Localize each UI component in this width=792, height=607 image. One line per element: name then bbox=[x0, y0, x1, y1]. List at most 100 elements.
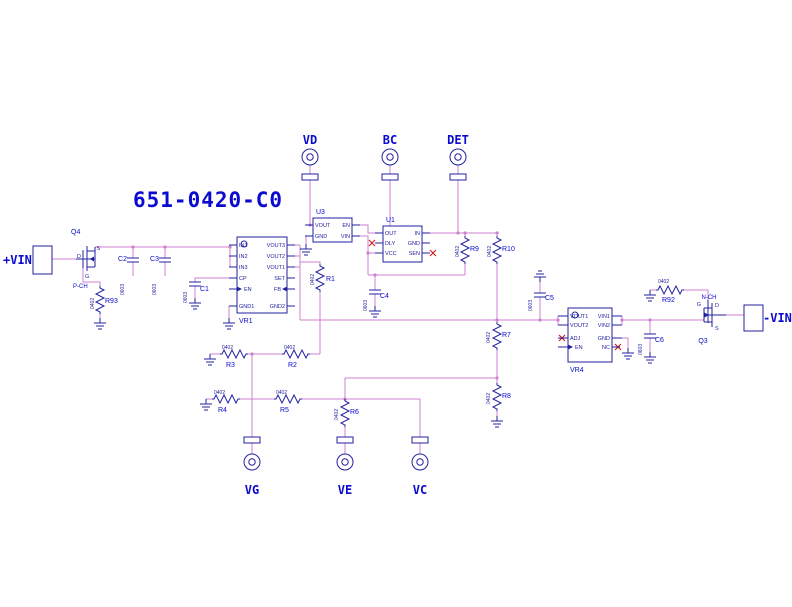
vr1-pin: IN1 bbox=[239, 243, 248, 249]
vr1-pin: CP bbox=[239, 276, 247, 282]
transistor-q3[interactable]: G D S N-CH Q3 bbox=[697, 295, 726, 345]
resistor-r10[interactable]: R10 0402 bbox=[487, 235, 515, 265]
connector-vin-pos[interactable]: +VIN bbox=[3, 245, 53, 275]
vr4-pin: VIN2 bbox=[598, 323, 610, 329]
c2-ref: C2 bbox=[118, 256, 127, 263]
wire bbox=[206, 261, 497, 454]
vr1-pin: GND2 bbox=[270, 304, 285, 310]
vr1-pin: GND1 bbox=[239, 304, 254, 310]
r4-value: 0402 bbox=[214, 390, 225, 396]
fb-marker-icon bbox=[282, 286, 287, 292]
vr1-ref: VR1 bbox=[239, 318, 253, 325]
u1-pin: OUT bbox=[385, 231, 397, 237]
pin-stubs bbox=[305, 224, 360, 237]
resistor-symbol bbox=[492, 382, 502, 412]
ground-icon bbox=[222, 317, 236, 330]
ground-icon bbox=[533, 270, 547, 283]
q4-type: P-CH bbox=[73, 284, 88, 290]
resistor-r6[interactable]: R6 0402 bbox=[334, 398, 359, 428]
mosfet-arrow bbox=[704, 312, 709, 318]
resistor-r9[interactable]: R9 0402 bbox=[455, 235, 479, 265]
en-marker-icon bbox=[237, 286, 242, 292]
pad bbox=[381, 173, 399, 181]
u1-pin: SEN bbox=[409, 251, 420, 257]
connector-body bbox=[743, 304, 764, 332]
u3-pin: EN bbox=[342, 223, 350, 229]
ic-body bbox=[312, 217, 353, 243]
vr4-pin: VOUT2 bbox=[570, 323, 588, 329]
resistor-r93[interactable]: R93 0402 bbox=[90, 285, 118, 315]
vr1-pin: SET bbox=[274, 276, 285, 282]
ground-icon bbox=[643, 351, 657, 364]
u3-pin: GND bbox=[315, 234, 327, 240]
vr4-pin: VIN1 bbox=[598, 314, 610, 320]
vr4-pin: ADJ bbox=[570, 336, 581, 342]
testpoint-bc[interactable]: BC bbox=[381, 133, 399, 181]
resistor-r5[interactable]: R5 0402 bbox=[273, 390, 303, 414]
resistor-r4[interactable]: R4 0402 bbox=[211, 390, 241, 414]
vr1-pin: FB bbox=[274, 287, 281, 293]
testpoint-icon bbox=[381, 148, 399, 166]
mosfet-arrow bbox=[89, 256, 94, 262]
u1-pin: VCC bbox=[385, 251, 397, 257]
capacitor-c5[interactable]: C5 0603 bbox=[528, 292, 554, 311]
testpoint-det[interactable]: DET bbox=[447, 133, 469, 181]
pin-stubs bbox=[375, 232, 430, 254]
capacitor-symbol bbox=[158, 257, 172, 263]
resistor-r3[interactable]: R3 0402 bbox=[219, 345, 249, 369]
ic-vr4[interactable]: VOUT1 VOUT2 ADJ EN VIN1 VIN2 GND NC VR4 bbox=[558, 307, 622, 374]
resistor-symbol bbox=[492, 235, 502, 265]
ground-icon bbox=[188, 297, 202, 310]
capacitor-c4[interactable]: C4 0603 bbox=[363, 289, 389, 311]
ground-icon bbox=[299, 243, 313, 256]
testpoint-icon bbox=[301, 148, 319, 166]
q3-ref: Q3 bbox=[698, 338, 707, 345]
c1-value: 0603 bbox=[183, 292, 189, 303]
resistor-r7[interactable]: R7 0402 bbox=[486, 321, 511, 351]
capacitor-c3[interactable]: C3 0603 bbox=[150, 256, 172, 295]
ic-body bbox=[236, 236, 288, 314]
resistor-r92[interactable]: R92 0402 bbox=[655, 279, 685, 304]
ic-u1[interactable]: OUT DLY VCC IN GND SEN U1 bbox=[375, 217, 430, 263]
pin-stubs bbox=[558, 315, 622, 348]
capacitor-c2[interactable]: C2 0603 bbox=[118, 256, 140, 295]
r92-value: 0402 bbox=[658, 279, 669, 285]
testpoint-vc[interactable]: VC bbox=[411, 436, 429, 497]
pin1-marker-icon bbox=[240, 240, 248, 248]
resistor-r8[interactable]: R8 0402 bbox=[486, 382, 511, 412]
testpoint-vg[interactable]: VG bbox=[243, 436, 261, 497]
resistor-r2[interactable]: R2 0402 bbox=[281, 345, 311, 369]
c4-value: 0603 bbox=[363, 300, 369, 311]
ic-vr1[interactable]: IN1 IN2 IN3 CP EN GND1 VOUT3 VOUT2 VOUT1… bbox=[229, 236, 295, 325]
pad bbox=[301, 173, 319, 181]
pad bbox=[449, 173, 467, 181]
junction-dots bbox=[131, 223, 652, 401]
transistor-q4[interactable]: S D G Q4 P-CH bbox=[71, 229, 101, 290]
capacitor-c6[interactable]: C6 0603 bbox=[638, 333, 664, 355]
u1-ref: U1 bbox=[386, 217, 395, 224]
r5-value: 0402 bbox=[276, 390, 287, 396]
r8-value: 0402 bbox=[486, 393, 492, 404]
c1-ref: C1 bbox=[200, 286, 209, 293]
r2-value: 0402 bbox=[284, 345, 295, 351]
resistor-r1[interactable]: R1 0402 bbox=[310, 263, 335, 293]
capacitor-c1[interactable]: C1 0603 bbox=[183, 281, 209, 303]
testpoint-ve[interactable]: VE bbox=[336, 436, 354, 497]
q4-ref: Q4 bbox=[71, 229, 80, 236]
pin1-marker-icon bbox=[571, 311, 579, 319]
c2-value: 0603 bbox=[120, 284, 126, 295]
ground-icon bbox=[93, 317, 107, 330]
connector-vin-neg[interactable]: -VIN bbox=[743, 304, 792, 332]
ic-u3[interactable]: VOUT GND EN VIN U3 bbox=[305, 209, 360, 243]
c4-ref: C4 bbox=[380, 293, 389, 300]
resistor-symbol bbox=[211, 394, 241, 404]
q4-pin-s: S bbox=[97, 246, 101, 252]
r7-ref: R7 bbox=[502, 332, 511, 339]
r10-value: 0402 bbox=[487, 246, 493, 257]
testpoint-vd[interactable]: VD bbox=[301, 133, 319, 181]
vr4-pin: NC bbox=[602, 345, 610, 351]
ic-body bbox=[382, 225, 423, 263]
testpoint-icon bbox=[336, 453, 354, 471]
